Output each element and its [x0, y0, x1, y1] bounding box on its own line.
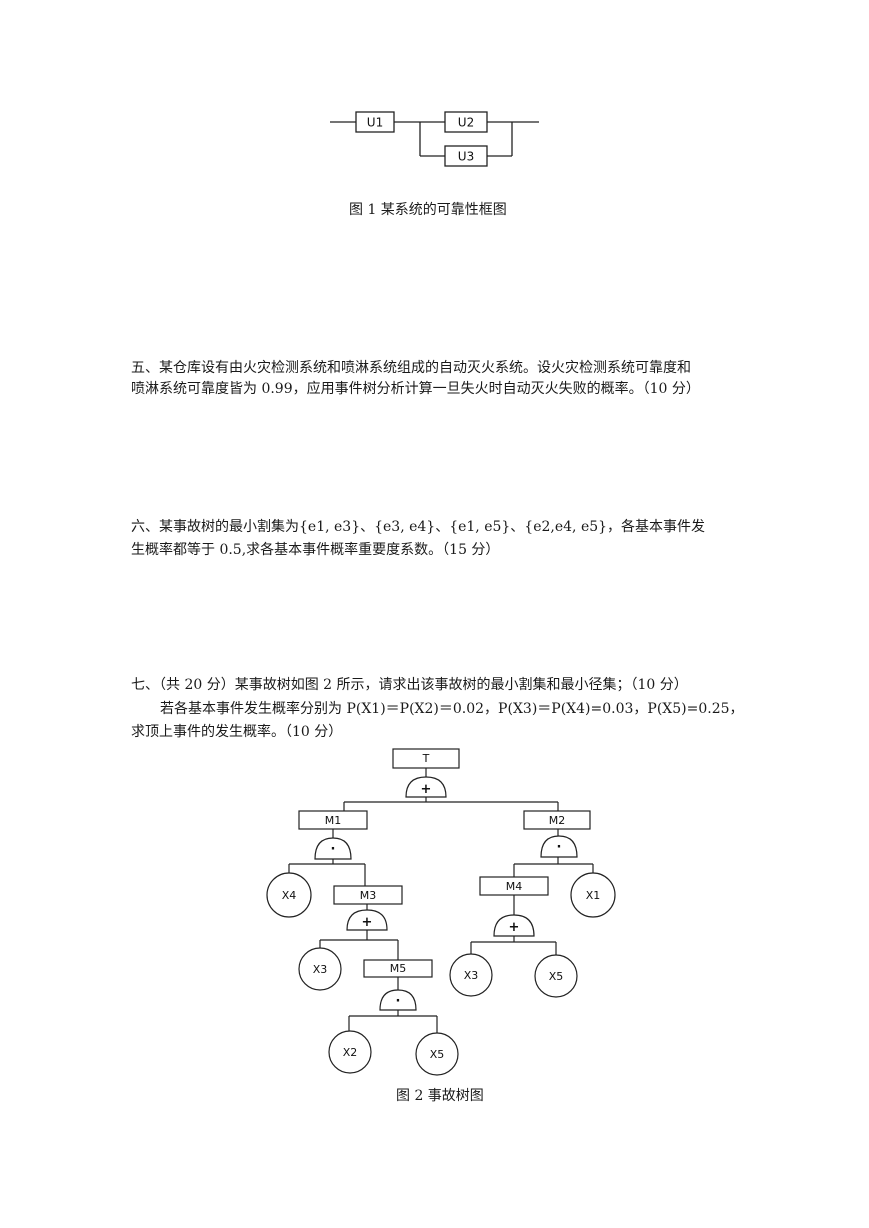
block-u1: U1	[355, 111, 395, 133]
svg-text:M2: M2	[549, 814, 566, 827]
event-m2: M2	[523, 810, 591, 830]
question-7-line-2: 若各基本事件发生概率分别为 P(X1)＝P(X2)＝0.02，P(X3)＝P(X…	[160, 701, 744, 717]
basic-event-x5-right: X5	[534, 954, 578, 998]
or-gate-top: +	[405, 776, 447, 798]
basic-event-x1: X1	[570, 872, 616, 918]
svg-text:·: ·	[396, 994, 401, 1009]
event-m5: M5	[363, 959, 433, 978]
basic-event-x3-left: X3	[298, 947, 342, 991]
svg-text:M3: M3	[360, 889, 377, 902]
question-6-line-2: 生概率都等于 0.5,求各基本事件概率重要度系数。（15 分）	[131, 542, 500, 558]
basic-event-x3-right: X3	[449, 953, 493, 997]
and-gate-m2: ·	[540, 835, 578, 858]
block-u2: U2	[444, 111, 488, 133]
question-7-line-3: 求顶上事件的发生概率。（10 分）	[131, 724, 343, 740]
svg-text:·: ·	[331, 842, 336, 857]
svg-text:U1: U1	[367, 116, 383, 130]
svg-text:X5: X5	[549, 970, 564, 983]
svg-text:X3: X3	[464, 969, 479, 982]
event-m3: M3	[333, 885, 403, 905]
svg-text:+: +	[421, 782, 432, 797]
or-gate-m3: +	[346, 909, 388, 931]
figure2-caption: 图 2 事故树图	[396, 1088, 484, 1104]
event-m4: M4	[479, 876, 549, 896]
question-6-line-1: 六、某事故树的最小割集为{e1, e3}、{e3, e4}、{e1, e5}、{…	[131, 519, 706, 535]
and-gate-m1: ·	[314, 837, 352, 860]
event-m1: M1	[298, 810, 368, 830]
figure1-caption: 图 1 某系统的可靠性框图	[349, 202, 507, 218]
block-u3: U3	[444, 145, 488, 167]
basic-event-x5-bottom: X5	[415, 1032, 459, 1076]
question-7-line-1: 七、（共 20 分）某事故树如图 2 所示，请求出该事故树的最小割集和最小径集；…	[131, 677, 688, 693]
and-gate-m5: ·	[379, 989, 417, 1011]
question-5-line-1: 五、某仓库设有由火灾检测系统和喷淋系统组成的自动灭火系统。设火灾检测系统可靠度和	[131, 360, 691, 376]
svg-text:T: T	[422, 752, 430, 765]
svg-text:X4: X4	[282, 889, 297, 902]
svg-text:+: +	[362, 915, 373, 930]
basic-event-x2: X2	[328, 1030, 372, 1074]
svg-text:M4: M4	[506, 880, 523, 893]
svg-text:X2: X2	[343, 1046, 358, 1059]
svg-text:·: ·	[557, 840, 562, 855]
svg-text:X5: X5	[430, 1048, 445, 1061]
basic-event-x4: X4	[266, 872, 312, 918]
svg-text:U2: U2	[458, 116, 474, 130]
fault-tree: T + M1 · M2 · X4	[266, 748, 616, 1076]
top-event-t: T	[392, 748, 460, 769]
svg-text:M1: M1	[325, 814, 342, 827]
svg-text:X1: X1	[586, 889, 601, 902]
svg-text:+: +	[509, 920, 520, 935]
question-5-line-2: 喷淋系统可靠度皆为 0.99，应用事件树分析计算一旦失火时自动灭火失败的概率。（…	[131, 381, 700, 397]
svg-text:U3: U3	[458, 150, 474, 164]
svg-text:M5: M5	[390, 962, 407, 975]
svg-text:X3: X3	[313, 963, 328, 976]
or-gate-m4: +	[493, 914, 535, 937]
